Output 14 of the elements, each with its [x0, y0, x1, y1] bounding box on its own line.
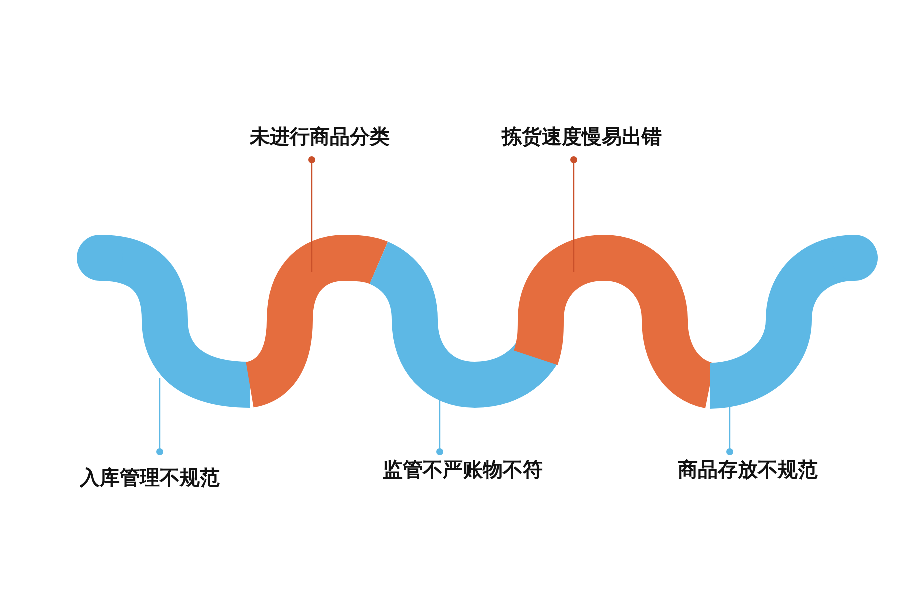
leader-line [436, 398, 444, 456]
wave-segment [77, 235, 251, 408]
leader-line [308, 156, 316, 272]
issue-label: 商品存放不规范 [678, 456, 818, 484]
wave-segment [708, 235, 878, 409]
leader-line [156, 378, 164, 456]
issue-label: 拣货速度慢易出错 [502, 124, 662, 150]
leader-line [570, 156, 578, 272]
wave-segment [244, 235, 388, 408]
leader-line [726, 405, 734, 456]
issue-label: 未进行商品分类 [250, 124, 390, 150]
wave-segment [368, 242, 557, 408]
issue-label: 入库管理不规范 [80, 464, 220, 492]
issue-label: 监管不严账物不符 [383, 456, 543, 484]
